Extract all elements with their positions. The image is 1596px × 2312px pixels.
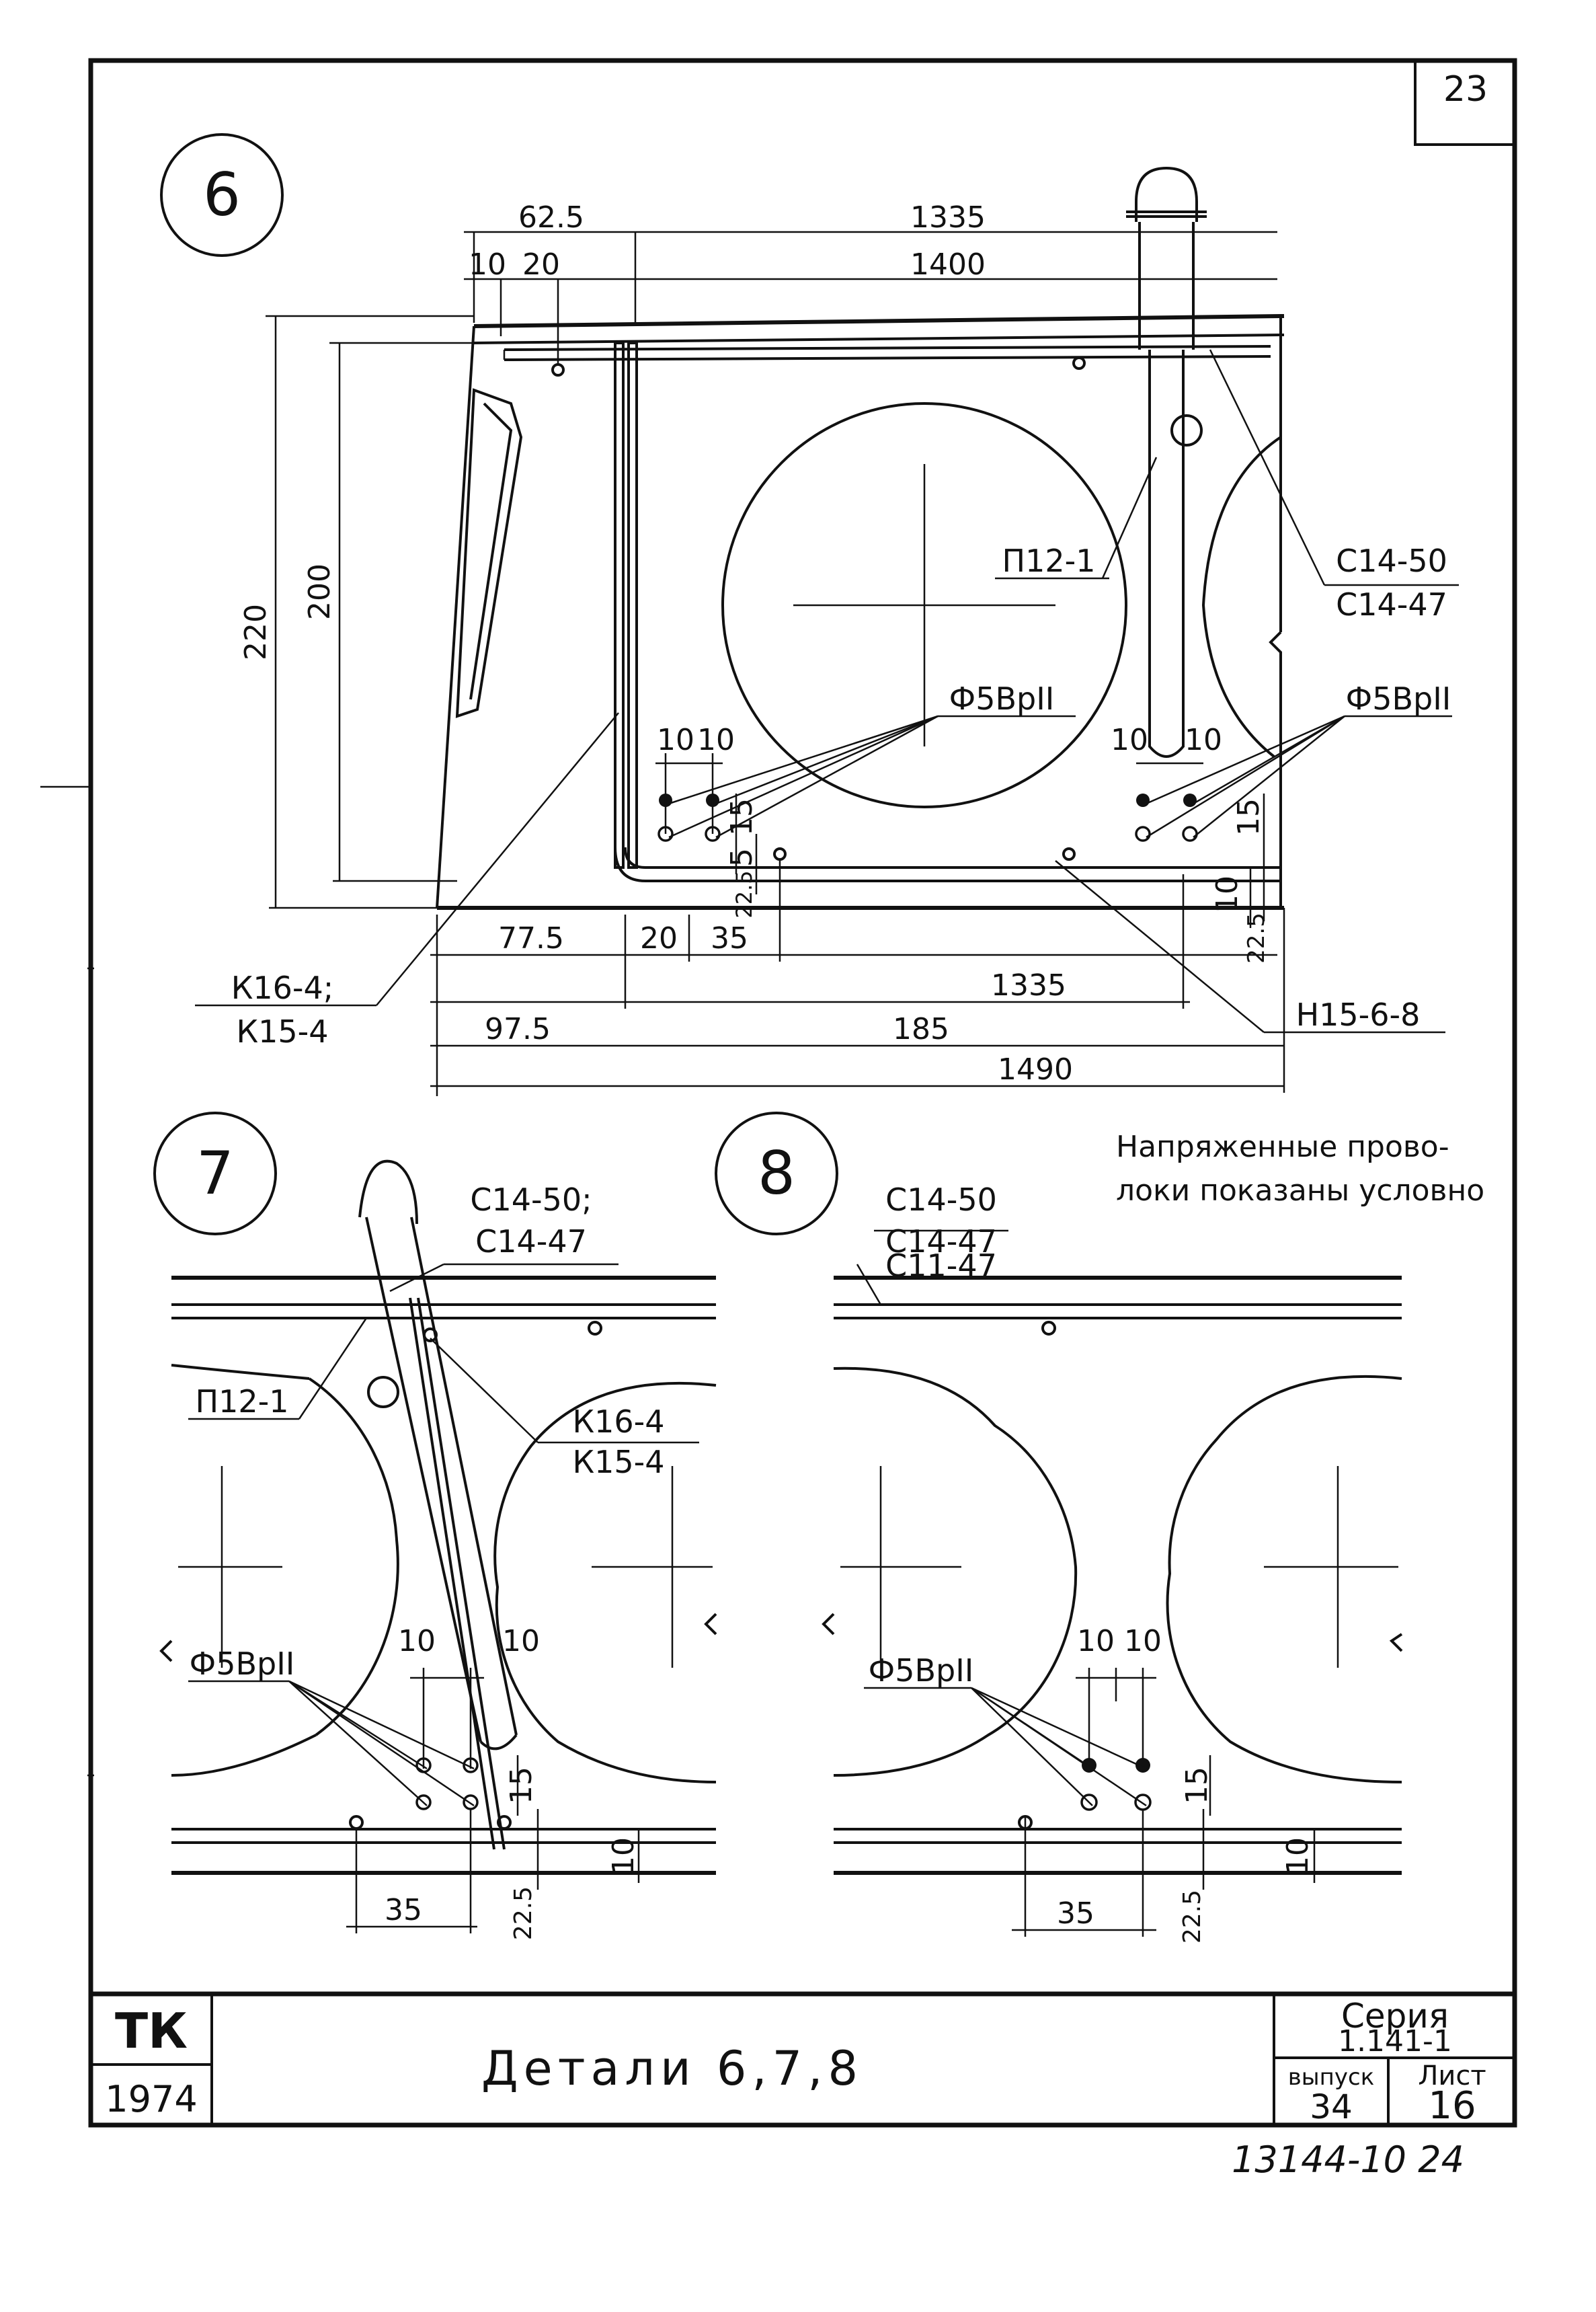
dim-1400: 1400 xyxy=(910,247,986,282)
dim-77-5: 77.5 xyxy=(498,921,564,956)
dim-10-a: 10 xyxy=(1077,1624,1115,1658)
dim-10-b: 10 xyxy=(1124,1624,1162,1658)
issue-value: 34 xyxy=(1310,2087,1353,2126)
dim-1490: 1490 xyxy=(998,1052,1073,1087)
detail-8-slab xyxy=(822,1276,1403,1875)
dim-10-b: 10 xyxy=(502,1624,540,1658)
mark-p12-1: П12-1 xyxy=(1002,543,1096,579)
dim-22-5: 22.5 xyxy=(1179,1890,1206,1943)
dim-185: 185 xyxy=(893,1012,949,1046)
dim-20-bot: 20 xyxy=(640,921,678,956)
dim-35: 35 xyxy=(385,1893,422,1927)
mark-c14-47: С14-47 xyxy=(475,1223,587,1260)
detail-7-number: 7 xyxy=(196,1139,234,1208)
mark-k15-4: К15-4 xyxy=(572,1444,664,1480)
mark-wire: Ф5ВрII xyxy=(869,1652,974,1689)
mark-c14-47: С14-47 xyxy=(1336,586,1447,623)
organization-label: ТК xyxy=(115,2003,188,2059)
detail-6-number: 6 xyxy=(203,160,241,229)
mark-c14-47: С14-47 xyxy=(885,1223,997,1260)
dim-22-5-a: 22.5 xyxy=(731,870,757,918)
detail-7: 7 xyxy=(153,1112,717,1940)
note: Напряженные прово- локи показаны условно xyxy=(1116,1130,1484,1208)
series-number: 1.141-1 xyxy=(1338,2024,1452,2058)
mark-h15-6-8: Н15-6-8 xyxy=(1296,997,1421,1033)
mark-p12-1: П12-1 xyxy=(196,1383,289,1420)
dim-22-5: 22.5 xyxy=(510,1886,537,1940)
dim-10-c: 10 xyxy=(606,1837,641,1875)
sheet-frame xyxy=(40,58,1517,2128)
dim-1335-top: 1335 xyxy=(910,200,986,235)
detail-6-marks: П12-1 С14-50 С14-47 Ф5ВрII Ф5ВрII К16-4;… xyxy=(231,543,1451,1050)
page-number-box: 23 xyxy=(1414,61,1515,146)
dim-97-5: 97.5 xyxy=(485,1012,551,1046)
dim-20-top: 20 xyxy=(522,247,560,282)
note-line-2: локи показаны условно xyxy=(1116,1173,1484,1208)
detail-8-dimension-lines xyxy=(856,1229,1316,1937)
note-line-1: Напряженные прово- xyxy=(1116,1130,1449,1164)
detail-8-circle xyxy=(715,1112,838,1235)
dim-220: 220 xyxy=(239,604,273,660)
dim-5: 5 xyxy=(725,848,759,867)
dim-35: 35 xyxy=(1057,1896,1094,1931)
sheet-label: Лист xyxy=(1418,2060,1486,2091)
dim-22-5-b: 22.5 xyxy=(1243,913,1270,964)
detail-7-dimension-lines xyxy=(188,1263,699,1933)
dim-15: 15 xyxy=(1180,1767,1214,1804)
mark-k16-4: К16-4 xyxy=(572,1403,664,1440)
detail-8-texts: С14-50 С14-47 С11-47 Ф5ВрII 10 10 15 35 … xyxy=(869,1182,1315,1943)
detail-6-dimension-lines xyxy=(195,231,1459,1096)
detail-6-slab xyxy=(436,166,1285,910)
sheet-title: Детали 6,7,8 xyxy=(481,2041,863,2096)
detail-8: 8 xyxy=(715,1112,1403,1943)
dim-10-e: 10 xyxy=(1210,876,1244,913)
detail-7-texts: С14-50; С14-47 П12-1 К16-4 К15-4 Ф5ВрII … xyxy=(190,1182,665,1940)
dim-10-b: 10 xyxy=(697,723,735,757)
detail-7-circle xyxy=(153,1112,277,1235)
mark-wire: Ф5ВрII xyxy=(190,1646,295,1682)
dim-200: 200 xyxy=(303,564,337,620)
detail-7-slab xyxy=(159,1159,717,1875)
issue-label: выпуск xyxy=(1288,2064,1374,2091)
mark-c14-50: С14-50 xyxy=(885,1182,997,1218)
mark-wire-a: Ф5ВрII xyxy=(949,681,1055,717)
dim-1335-bot: 1335 xyxy=(991,968,1066,1003)
series-label: Серия xyxy=(1341,1997,1449,2036)
page-number: 23 xyxy=(1443,69,1488,110)
detail-8-number: 8 xyxy=(758,1139,795,1208)
dim-35: 35 xyxy=(711,921,748,956)
dim-10-top: 10 xyxy=(469,247,506,282)
dim-10-a: 10 xyxy=(398,1624,436,1658)
archive-number: 13144-10 24 xyxy=(1232,2138,1464,2181)
dim-62-5: 62.5 xyxy=(518,200,584,235)
dim-15: 15 xyxy=(504,1767,538,1804)
dim-15-b: 15 xyxy=(1232,798,1266,836)
dim-10-c: 10 xyxy=(1281,1837,1315,1875)
mark-c14-50: С14-50 xyxy=(1336,543,1447,579)
detail-6: 6 xyxy=(160,133,1459,1096)
detail-6-circle xyxy=(160,133,284,257)
mark-c11-47: С11-47 xyxy=(885,1247,997,1284)
mark-k16-4: К16-4; xyxy=(231,970,334,1006)
dim-10-a: 10 xyxy=(657,723,694,757)
mark-c14-50: С14-50; xyxy=(470,1182,592,1218)
title-block: ТК 1974 Детали 6,7,8 Серия 1.141-1 выпус… xyxy=(91,1991,1515,2128)
dim-15-a: 15 xyxy=(725,798,759,836)
dim-10-c: 10 xyxy=(1111,723,1148,757)
detail-6-dimension-texts: 62.5 1335 1400 10 20 220 200 10 10 15 5 … xyxy=(239,200,1270,1087)
mark-wire-b: Ф5ВрII xyxy=(1346,681,1451,717)
year-label: 1974 xyxy=(105,2078,197,2120)
mark-k15-4: К15-4 xyxy=(236,1013,328,1050)
sheet-value: 16 xyxy=(1428,2084,1476,2128)
dim-10-d: 10 xyxy=(1185,723,1222,757)
